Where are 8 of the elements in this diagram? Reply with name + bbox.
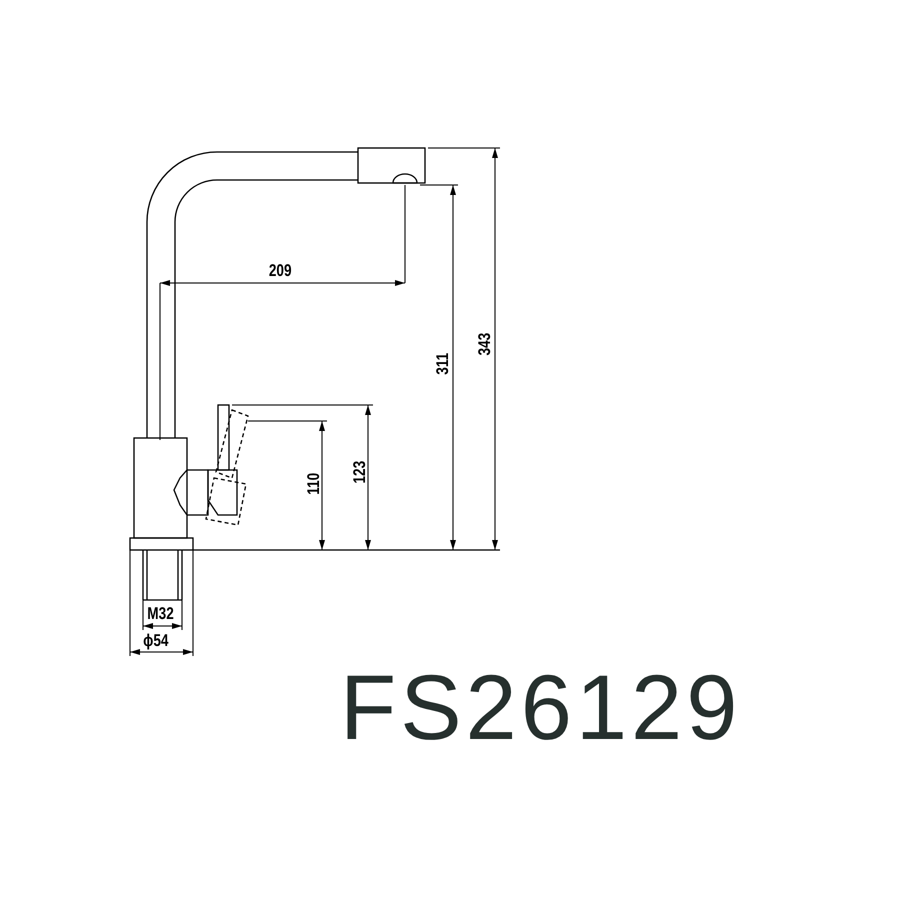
dimension-label: 311 [434,352,451,375]
dimension-label: M32 [147,605,174,622]
dimension-label: 123 [351,460,368,484]
dimension-label: 110 [305,472,322,495]
dimension-label: 209 [268,262,292,279]
title: FS26129 [340,662,742,754]
dimension-label: ϕ54 [143,632,168,649]
dimension-label: 343 [476,332,493,356]
